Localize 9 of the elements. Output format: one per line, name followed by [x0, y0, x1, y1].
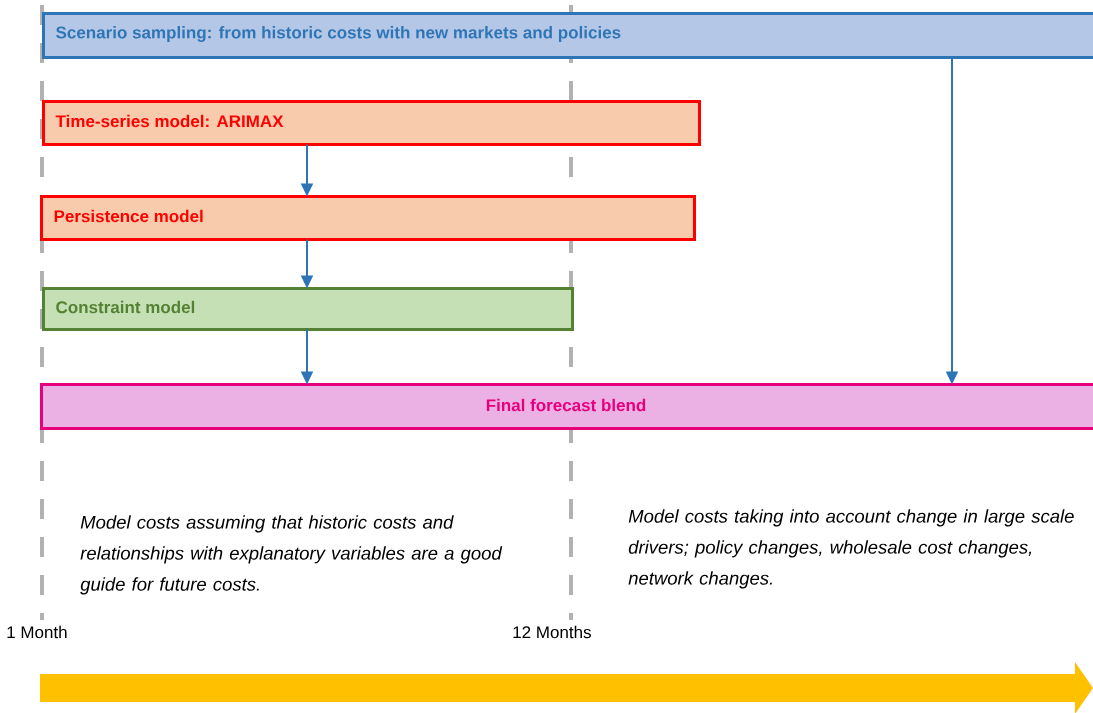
process-box: Constraint model: [42, 287, 574, 331]
process-box: Persistence model: [40, 195, 696, 241]
process-box: Final forecast blend: [40, 383, 1093, 430]
note-text: Model costs taking into account change in large scale drivers; policy changes, wholesale cost changes, network changes.: [628, 509, 1074, 589]
process-box: Scenario sampling: from historic costs with new markets and policies: [42, 12, 1093, 59]
note-text: Model costs assuming that historic costs and relationships with explanatory variables are a good guide for future costs.: [80, 515, 503, 595]
process-box: Time-series model: ARIMAX: [42, 100, 701, 146]
axis-label: 1 Month: [7, 625, 67, 639]
axis-label: 12 Months: [513, 625, 591, 639]
